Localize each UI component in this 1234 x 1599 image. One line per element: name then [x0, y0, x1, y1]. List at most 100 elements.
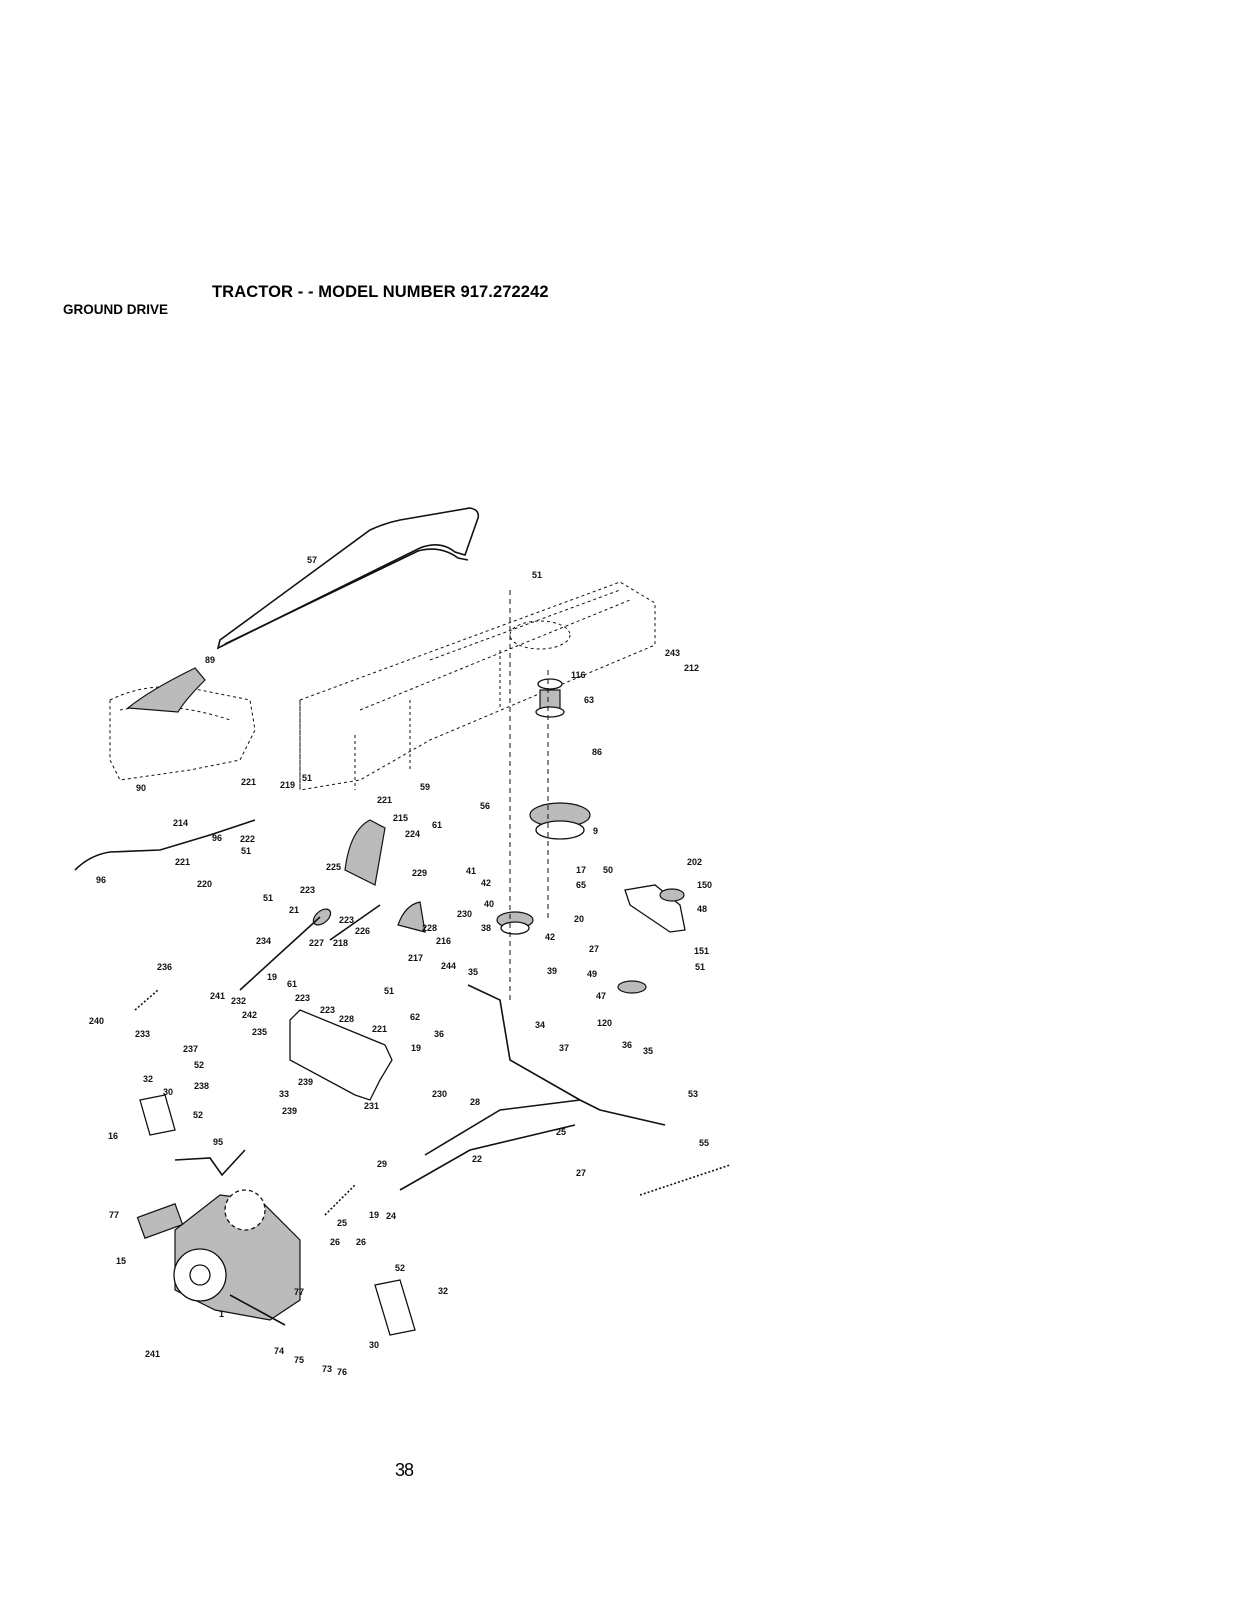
callout-41: 41: [466, 866, 477, 876]
callout-223: 223: [339, 915, 355, 925]
callout-221: 221: [377, 795, 393, 805]
callout-96: 96: [212, 833, 223, 843]
callout-233: 233: [135, 1029, 151, 1039]
callout-30: 30: [369, 1340, 380, 1350]
callout-202: 202: [687, 857, 703, 867]
callout-221: 221: [175, 857, 191, 867]
callout-237: 237: [183, 1044, 199, 1054]
callout-37: 37: [559, 1043, 570, 1053]
clutch-9: [529, 802, 591, 840]
bracket-48: [624, 884, 686, 933]
callout-232: 232: [231, 996, 247, 1006]
callout-218: 218: [333, 938, 349, 948]
callout-52: 52: [395, 1263, 406, 1273]
callout-216: 216: [436, 936, 452, 946]
callout-24: 24: [386, 1211, 397, 1221]
callout-29: 29: [377, 1159, 388, 1169]
callout-236: 236: [157, 962, 173, 972]
callout-51: 51: [695, 962, 706, 972]
spring-240: [134, 989, 159, 1011]
callout-27: 27: [589, 944, 600, 954]
spring-25: [324, 1184, 356, 1216]
callout-217: 217: [408, 953, 424, 963]
callout-32: 32: [438, 1286, 449, 1296]
spring-55: [639, 1164, 731, 1196]
callout-120: 120: [597, 1018, 613, 1028]
transaxle: [136, 1189, 301, 1326]
callout-51: 51: [532, 570, 543, 580]
rod-34: [467, 984, 601, 1111]
callout-48: 48: [697, 904, 708, 914]
callout-239: 239: [298, 1077, 314, 1087]
pedal-216: [397, 901, 426, 933]
callout-36: 36: [434, 1029, 445, 1039]
drive-belt: [216, 507, 480, 650]
callout-42: 42: [545, 932, 556, 942]
callout-15: 15: [116, 1256, 127, 1266]
callout-86: 86: [592, 747, 603, 757]
callout-229: 229: [412, 868, 428, 878]
callout-1: 1: [219, 1309, 225, 1319]
callout-239: 239: [282, 1106, 298, 1116]
callout-243: 243: [665, 648, 681, 658]
callout-89: 89: [205, 655, 216, 665]
callout-234: 234: [256, 936, 272, 946]
callout-25: 25: [556, 1127, 567, 1137]
callout-238: 238: [194, 1081, 210, 1091]
callout-19: 19: [369, 1210, 380, 1220]
callout-235: 235: [252, 1027, 268, 1037]
callout-51: 51: [263, 893, 274, 903]
callout-32: 32: [143, 1074, 154, 1084]
callout-16: 16: [108, 1131, 119, 1141]
callout-90: 90: [136, 783, 147, 793]
callout-116: 116: [571, 670, 586, 680]
callout-77: 77: [294, 1287, 305, 1297]
callout-219: 219: [280, 780, 296, 790]
callout-56: 56: [480, 801, 491, 811]
callout-63: 63: [584, 695, 595, 705]
tractor-frame: [109, 581, 656, 791]
callout-77: 77: [109, 1210, 120, 1220]
callout-224: 224: [405, 829, 421, 839]
callout-226: 226: [355, 926, 371, 936]
callout-244: 244: [441, 961, 457, 971]
callout-19: 19: [267, 972, 278, 982]
shift-rod: [74, 819, 256, 871]
callout-61: 61: [432, 820, 443, 830]
callout-95: 95: [213, 1137, 224, 1147]
callout-223: 223: [295, 993, 311, 1003]
callout-214: 214: [173, 818, 189, 828]
callout-34: 34: [535, 1020, 546, 1030]
callout-230: 230: [457, 909, 473, 919]
callout-59: 59: [420, 782, 431, 792]
callout-76: 76: [337, 1367, 348, 1377]
callout-17: 17: [576, 865, 587, 875]
callout-47: 47: [596, 991, 607, 1001]
callout-73: 73: [322, 1364, 333, 1374]
callout-51: 51: [384, 986, 395, 996]
callout-222: 222: [240, 834, 256, 844]
callout-220: 220: [197, 879, 213, 889]
callout-241: 241: [145, 1349, 161, 1359]
callout-20: 20: [574, 914, 585, 924]
callout-27: 27: [576, 1168, 587, 1178]
callout-151: 151: [694, 946, 710, 956]
callout-57: 57: [307, 555, 318, 565]
callout-225: 225: [326, 862, 342, 872]
callout-19: 19: [411, 1043, 422, 1053]
callout-42: 42: [481, 878, 492, 888]
part-89: [126, 667, 206, 713]
callout-242: 242: [242, 1010, 258, 1020]
callout-21: 21: [289, 905, 300, 915]
section-heading: GROUND DRIVE: [63, 302, 169, 317]
callout-53: 53: [688, 1089, 699, 1099]
page-title: TRACTOR - - MODEL NUMBER 917.272242: [212, 283, 549, 301]
callout-212: 212: [684, 663, 700, 673]
callout-49: 49: [587, 969, 598, 979]
callout-35: 35: [643, 1046, 654, 1056]
callout-230: 230: [432, 1089, 448, 1099]
bracket-30: [374, 1279, 416, 1336]
callout-30: 30: [163, 1087, 174, 1097]
bracket-231: [289, 1009, 393, 1101]
